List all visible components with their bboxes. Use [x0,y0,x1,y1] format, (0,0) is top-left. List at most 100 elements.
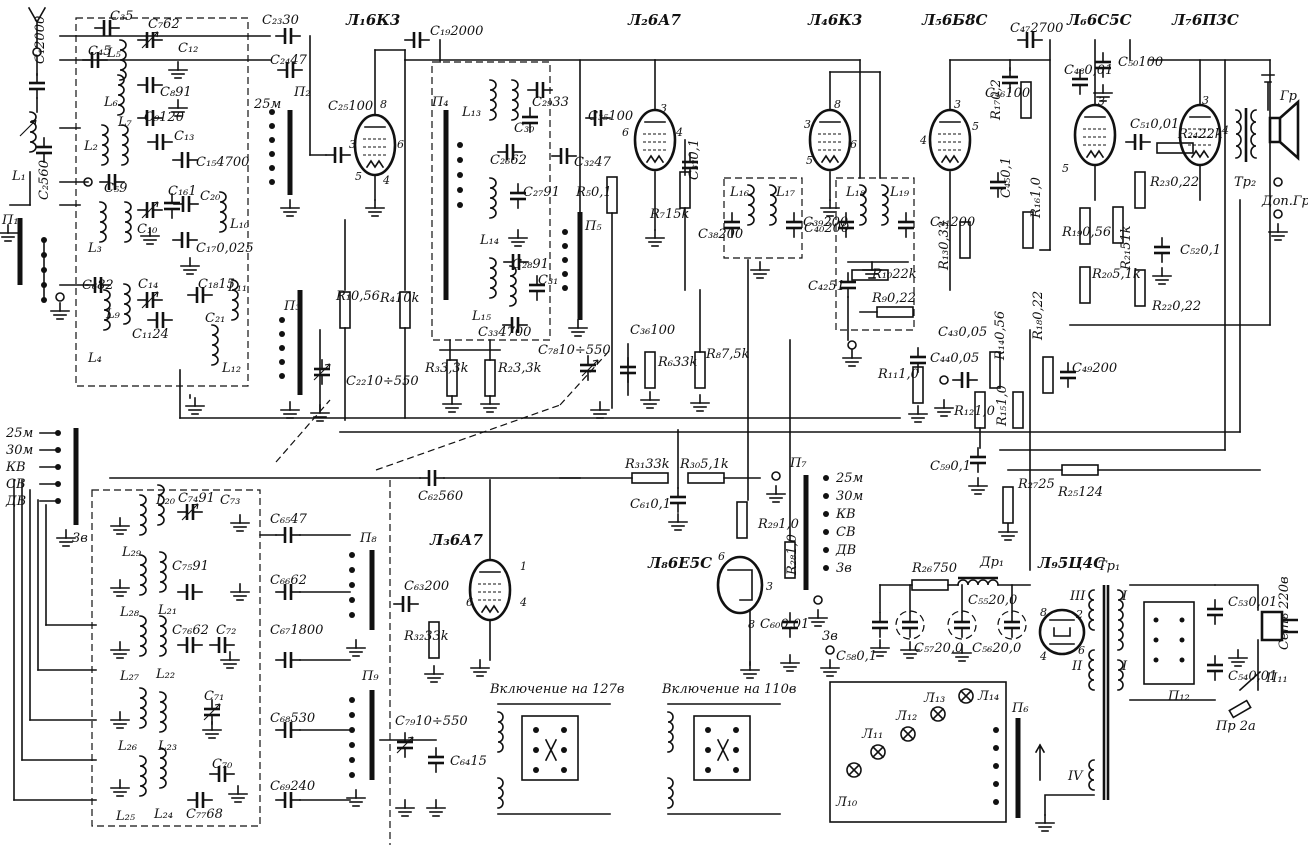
inductor-l12 [211,324,219,366]
label-tube-l4: Л₄6К3 [807,11,862,29]
label-r19: R₁₉0,56 [1061,225,1111,240]
label-c40: C₄₀200 [804,221,849,236]
label-r7: R₇15k [649,207,690,222]
label-l2: L₂ [83,139,98,154]
band-kv: КВ [5,460,26,475]
label-c25: C₂₅100 [328,99,373,114]
label-tr2: Тр₂ [1234,175,1256,190]
tube-l1 [353,113,397,177]
dial-lamp-l14 [958,688,974,704]
label-c10: C₁₀ [137,222,158,237]
label-c76: C₇₆62 [172,623,209,638]
inductor-l3 [99,201,107,243]
label-c49: C₄₉200 [1072,361,1117,376]
label-l25: L₂₅ [115,809,136,824]
svg-text:2: 2 [1075,608,1083,621]
label-l11: L₁₁ [227,280,247,295]
label-c2: C₂560 [37,160,52,200]
capacitor-c2 [34,136,54,164]
label-c9: C₉120 [144,110,184,125]
switch-p12[interactable] [1143,601,1195,685]
label-ext-speaker: Доп.Гр [1261,194,1308,209]
tube-l3-stage: Л₃6А7 1 6 4 C₆₃200 R₃₂33k [392,479,527,683]
label-c48: C₄₈0,01 [1064,63,1113,78]
ext-speaker-socket-2[interactable] [1273,209,1283,219]
svg-text:6: 6 [622,126,629,139]
label-l3: L₃ [87,241,102,256]
band-30m: 30м [6,443,33,458]
label-p6: П₆ [1011,701,1029,716]
tube-l2 [633,108,677,172]
svg-text:3в: 3в [836,561,852,576]
label-r21: R₂₁51k [1119,225,1134,271]
svg-text:8: 8 [748,618,755,631]
label-l24: L₂₄ [153,807,173,822]
label-r15: R₁₅1,0 [995,385,1010,427]
label-c52: C₅₂0,1 [1180,243,1221,258]
band-3v: 3в [72,531,88,546]
label-r9: R₉0,22 [871,291,916,306]
label-c63: C₆₃200 [404,579,449,594]
label-r18: R₁₈0,22 [1031,291,1046,341]
label-r12: R₁₂1,0 [953,404,995,419]
heterodyne-coils: L₂₉ L₂₀ C₇₄91 C₇₃ L₂₈ L₂₁ C₇₅91 L₂₇ L₂₂ … [110,484,250,824]
inductor-l13 [489,79,497,121]
label-c15: C₁₅4700 [196,155,249,170]
band-sv: СВ [6,477,26,492]
mains-plug-icon [1260,610,1298,642]
label-c27: C₂₇91 [523,185,560,200]
label-p8: П₈ [359,531,377,546]
label-c39: C₃₉200 [803,215,848,230]
label-r2: R₂3,3k [497,361,542,376]
svg-text:3: 3 [660,102,667,115]
label-c12: C₁₂ [178,41,198,56]
label-c16: C₁₆1 [168,184,197,199]
label-c69: C₆₉240 [270,779,315,794]
output-transformer-primary [1235,109,1242,159]
tube-l5 [928,108,972,172]
label-l18: L₁₈ [845,185,866,200]
inductor-l23 [159,691,167,733]
label-l21: L₂₁ [157,603,177,618]
band-25m: 25м [5,426,33,441]
label-l17: L₁₇ [775,185,796,200]
tube-l4-stage: Л₄6К3 8 3 6 5 [804,11,881,217]
label-c73: C₇₃ [220,493,240,508]
label-c6: C₆82 [82,278,114,293]
tube-l4 [808,108,852,172]
label-c3: C₃5 [110,9,133,24]
label-c50: C₅₀100 [1118,55,1163,70]
label-r5: R₅0,1 [575,185,612,200]
label-p12: П₁₂ [1167,689,1190,704]
label-l27: L₂₇ [119,669,140,684]
agc-network: R₃₁33k R₃₀5,1k C₆₁0,1 C₆₂560 [109,429,761,531]
label-l19: L₁₉ [889,185,910,200]
capacitor-c1 [27,72,47,100]
svg-text:8: 8 [1040,606,1047,619]
label-c11: C₁₁24 [132,327,169,342]
label-c1: C₁2000 [33,16,48,64]
switch-p2-group: C₂₃30 C₂₄47 П₂ 25м П₃ C₂₂10÷550 [253,13,419,422]
label-r16: R₁₆1,0 [1029,177,1044,219]
label-c41: C₄₁200 [930,215,975,230]
inductor-l27 [139,615,147,657]
svg-text:4: 4 [382,174,390,187]
svg-text:3: 3 [766,580,773,593]
label-c19: C₁₉2000 [430,24,483,39]
svg-text:6: 6 [718,550,725,563]
label-c37: C₃₇0,1 [687,139,702,180]
label-r17: R₁₇0,2 [989,79,1004,121]
label-r28: R₂₈1,0 [785,534,800,576]
label-c62: C₆₂560 [418,489,463,504]
voltage-selector-127: Включение на 127в [489,682,624,815]
tr1-winding-3 [1088,589,1095,631]
inductor-l10 [219,191,227,233]
power-switch-p11[interactable] [1238,670,1262,692]
voltage-selector-110: Включение на 110в [661,682,796,815]
ext-speaker-socket[interactable] [1273,177,1283,187]
tube-l6-stage: Л₆6С5С 3 5 C₄₈0,01 C₅₀100 R₁₉0,56 R₂₀5,1… [1061,11,1271,326]
label-r6: R₆33k [657,355,698,370]
dial-lamp-l13 [930,706,946,722]
label-p1: П₁ [1,213,19,228]
speaker-icon [1268,99,1300,161]
